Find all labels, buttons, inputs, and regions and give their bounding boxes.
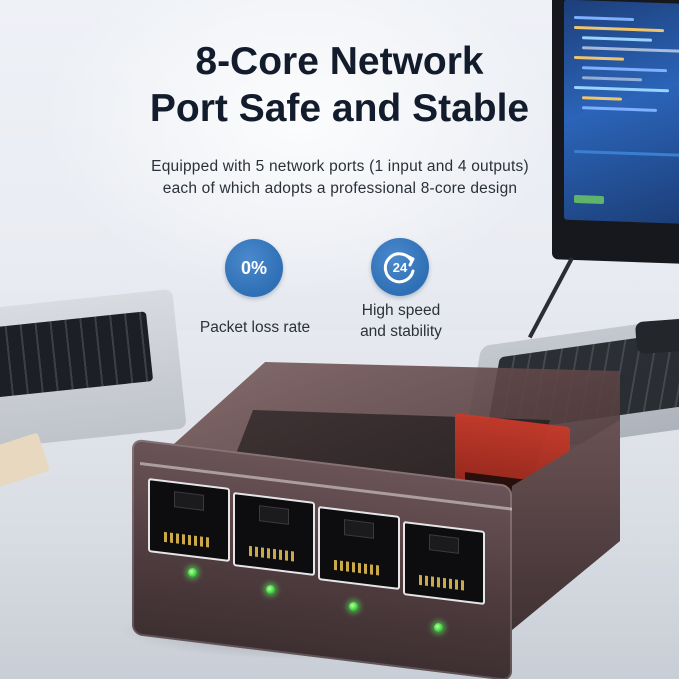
port-latch (259, 505, 289, 525)
port-pins (249, 545, 297, 562)
port-pins (334, 559, 382, 576)
output-port-1 (148, 477, 230, 563)
description: Equipped with 5 network ports (1 input a… (60, 156, 620, 200)
port-latch (344, 519, 374, 539)
output-port-4 (403, 520, 485, 606)
stability-label-line-1: High speed (361, 302, 441, 319)
port-pins (419, 574, 467, 591)
packet-loss-label-text: Packet loss rate (199, 319, 311, 336)
headline-line-2: Port Safe and Stable (149, 87, 530, 130)
port-latch (174, 491, 204, 511)
headline-line-1: 8-Core Network (195, 40, 484, 83)
headline: 8-Core Network Port Safe and Stable (0, 38, 679, 132)
clock-arrow-icon: 24 (383, 252, 415, 284)
port-pins (164, 531, 212, 548)
percent-badge: 0% (225, 239, 283, 297)
output-port-2 (233, 491, 315, 577)
port-latch (429, 534, 459, 554)
status-led-1 (188, 568, 197, 577)
status-led-4 (434, 623, 443, 632)
output-port-3 (318, 505, 400, 591)
stability-label-line-2: and stability (360, 323, 442, 340)
description-line-1: Equipped with 5 network ports (1 input a… (151, 158, 529, 175)
clock-hours-text: 24 (393, 260, 408, 275)
description-line-2: each of which adopts a professional 8-co… (162, 180, 518, 197)
background-light (40, 0, 560, 300)
status-led-3 (349, 602, 358, 611)
background-device (634, 317, 679, 355)
packet-loss-label: Packet loss rate (180, 317, 330, 338)
packet-loss-value: 0% (240, 257, 267, 278)
status-led-2 (266, 585, 275, 594)
24-hour-clock-icon: 24 (371, 238, 429, 296)
stability-label: High speed and stability (340, 300, 462, 342)
